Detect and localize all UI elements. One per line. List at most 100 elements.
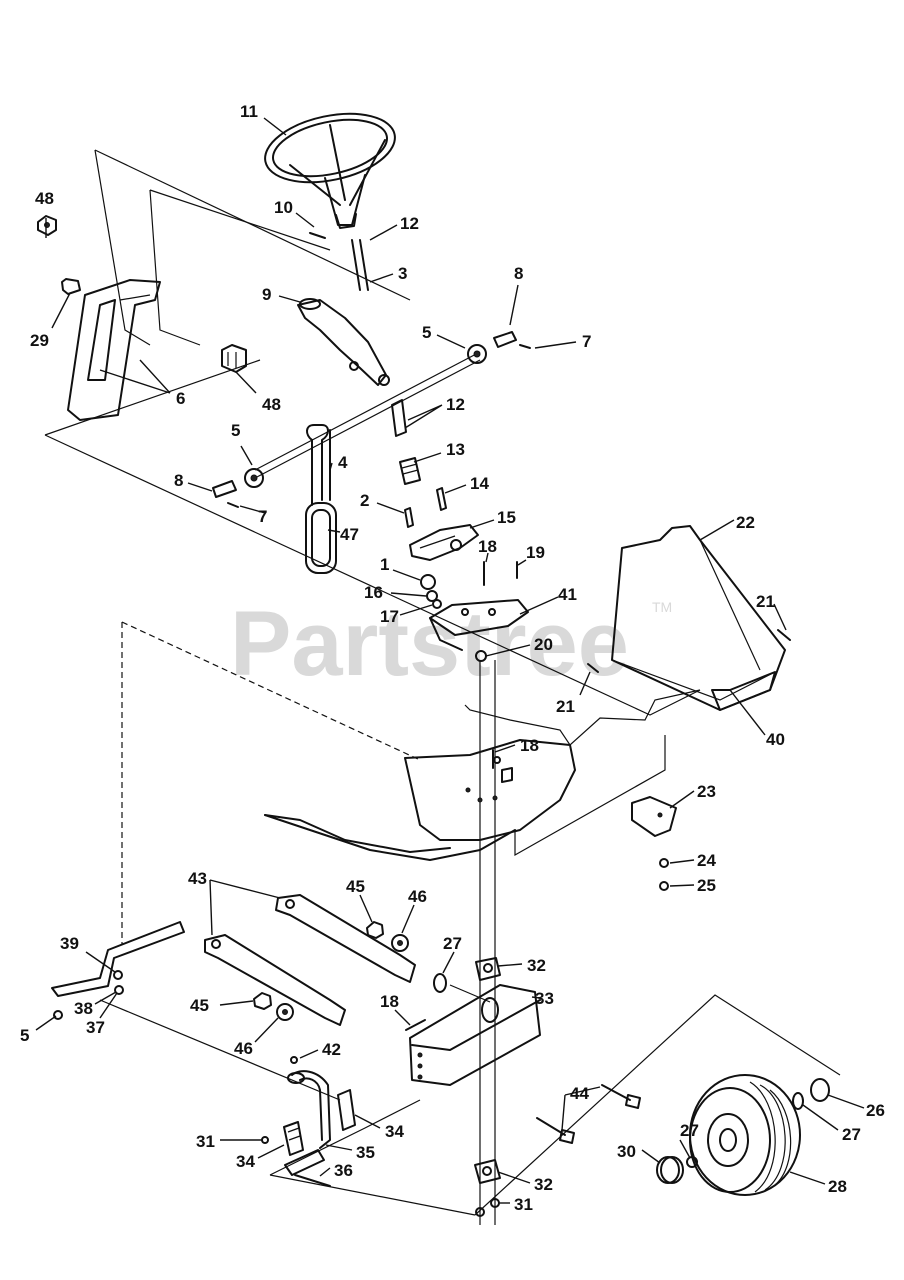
label-13: 13: [446, 440, 465, 459]
washer-16: [426, 590, 438, 602]
label-28: 28: [828, 1177, 847, 1196]
washer-5-left: [244, 468, 264, 488]
nut-45-upper: [366, 921, 384, 939]
label-46-upper: 46: [408, 887, 427, 906]
label-39: 39: [60, 934, 79, 953]
label-12-mid: 12: [446, 395, 465, 414]
label-19: 19: [526, 543, 545, 562]
tie-rod-43-upper: [275, 894, 416, 983]
washer-5-right: [467, 344, 487, 364]
label-14: 14: [470, 474, 489, 493]
nut-31-bottom-b: [475, 1207, 485, 1217]
nut-17: [432, 599, 442, 609]
hood-22: [611, 525, 786, 711]
steering-shaft-upper: [351, 239, 369, 291]
label-6: 6: [176, 389, 185, 408]
bolt-21-right: [777, 629, 791, 641]
label-29: 29: [30, 331, 49, 350]
nut-25: [659, 881, 669, 891]
label-47: 47: [340, 525, 359, 544]
label-8-right: 8: [514, 264, 523, 283]
label-40: 40: [766, 730, 785, 749]
label-30: 30: [617, 1142, 636, 1161]
label-20: 20: [534, 635, 553, 654]
label-46-lower: 46: [234, 1039, 253, 1058]
bolt-44-lower: [536, 1117, 575, 1144]
label-4: 4: [338, 453, 348, 472]
label-11: 11: [240, 102, 258, 121]
label-16: 16: [364, 583, 383, 602]
label-3: 3: [398, 264, 407, 283]
front-frame: [264, 739, 576, 861]
washer-46-upper: [391, 934, 409, 952]
washer-27-spindle: [433, 973, 447, 993]
washer-27-wheel-outer: [792, 1092, 804, 1110]
label-32-upper: 32: [527, 956, 546, 975]
label-43: 43: [188, 869, 207, 888]
bolt-2: [404, 507, 414, 528]
label-18-top: 18: [478, 537, 497, 556]
washer-37: [114, 985, 124, 995]
label-24: 24: [697, 851, 716, 870]
dashed-outline-left: [121, 621, 421, 761]
nut-48-top: [37, 215, 57, 236]
washer-46-lower: [276, 1003, 294, 1021]
label-32-lower: 32: [534, 1175, 553, 1194]
label-5-left: 5: [231, 421, 240, 440]
lever-bracket: [297, 298, 390, 386]
axle-33: [409, 984, 541, 1086]
label-27-wheel-outer: 27: [842, 1125, 861, 1144]
label-22: 22: [736, 513, 755, 532]
tie-rod-43-lower: [204, 934, 346, 1026]
axle-rod: [254, 351, 481, 471]
label-31-bottom: 31: [514, 1195, 533, 1214]
label-48-top: 48: [35, 189, 54, 208]
shaft-spacers-12: [391, 399, 407, 437]
label-31-left: 31: [196, 1132, 215, 1151]
spring-link-47: [305, 502, 337, 574]
label-37: 37: [86, 1018, 105, 1037]
label-18-lower: 18: [380, 992, 399, 1011]
leader-lines: [35, 117, 865, 1204]
clip-32-upper: [475, 957, 501, 981]
label-45-upper: 45: [346, 877, 365, 896]
drawing-lines: [37, 112, 841, 1225]
sector-gear-15: [409, 524, 479, 561]
label-5-lower: 5: [20, 1026, 29, 1045]
nut-5-lower: [53, 1010, 63, 1020]
nut-31-left: [261, 1136, 269, 1144]
label-45-lower: 45: [190, 996, 209, 1015]
bolt-18-lower: [405, 1019, 426, 1031]
watermark-text: Partstree: [230, 593, 629, 695]
label-7-left: 7: [258, 507, 267, 526]
steering-arm-34-left: [283, 1121, 304, 1156]
bolt-21-left: [587, 663, 599, 673]
label-17: 17: [380, 607, 399, 626]
label-42: 42: [322, 1040, 341, 1059]
label-21-left: 21: [556, 697, 575, 716]
screw-42: [290, 1056, 298, 1064]
label-8-left: 8: [174, 471, 183, 490]
bushing-1: [420, 574, 436, 590]
pin-8-left: [212, 480, 237, 498]
watermark: Partstree TM: [230, 593, 672, 695]
steering-wheel: [264, 112, 396, 229]
wheel-28: [689, 1074, 801, 1196]
support-plate-41: [429, 599, 529, 651]
label-26: 26: [866, 1101, 885, 1120]
label-7-right: 7: [582, 332, 591, 351]
label-33: 33: [535, 989, 554, 1008]
label-21-right: 21: [756, 592, 775, 611]
label-27-spindle: 27: [443, 934, 462, 953]
label-25: 25: [697, 876, 716, 895]
label-36: 36: [334, 1161, 353, 1180]
label-48-switch: 48: [262, 395, 281, 414]
bolt-14: [436, 487, 447, 511]
label-35: 35: [356, 1143, 375, 1162]
label-10: 10: [274, 198, 293, 217]
label-1: 1: [380, 555, 389, 574]
label-23: 23: [697, 782, 716, 801]
clip-29: [61, 278, 81, 295]
washer-27-wheel-inner: [686, 1156, 698, 1168]
